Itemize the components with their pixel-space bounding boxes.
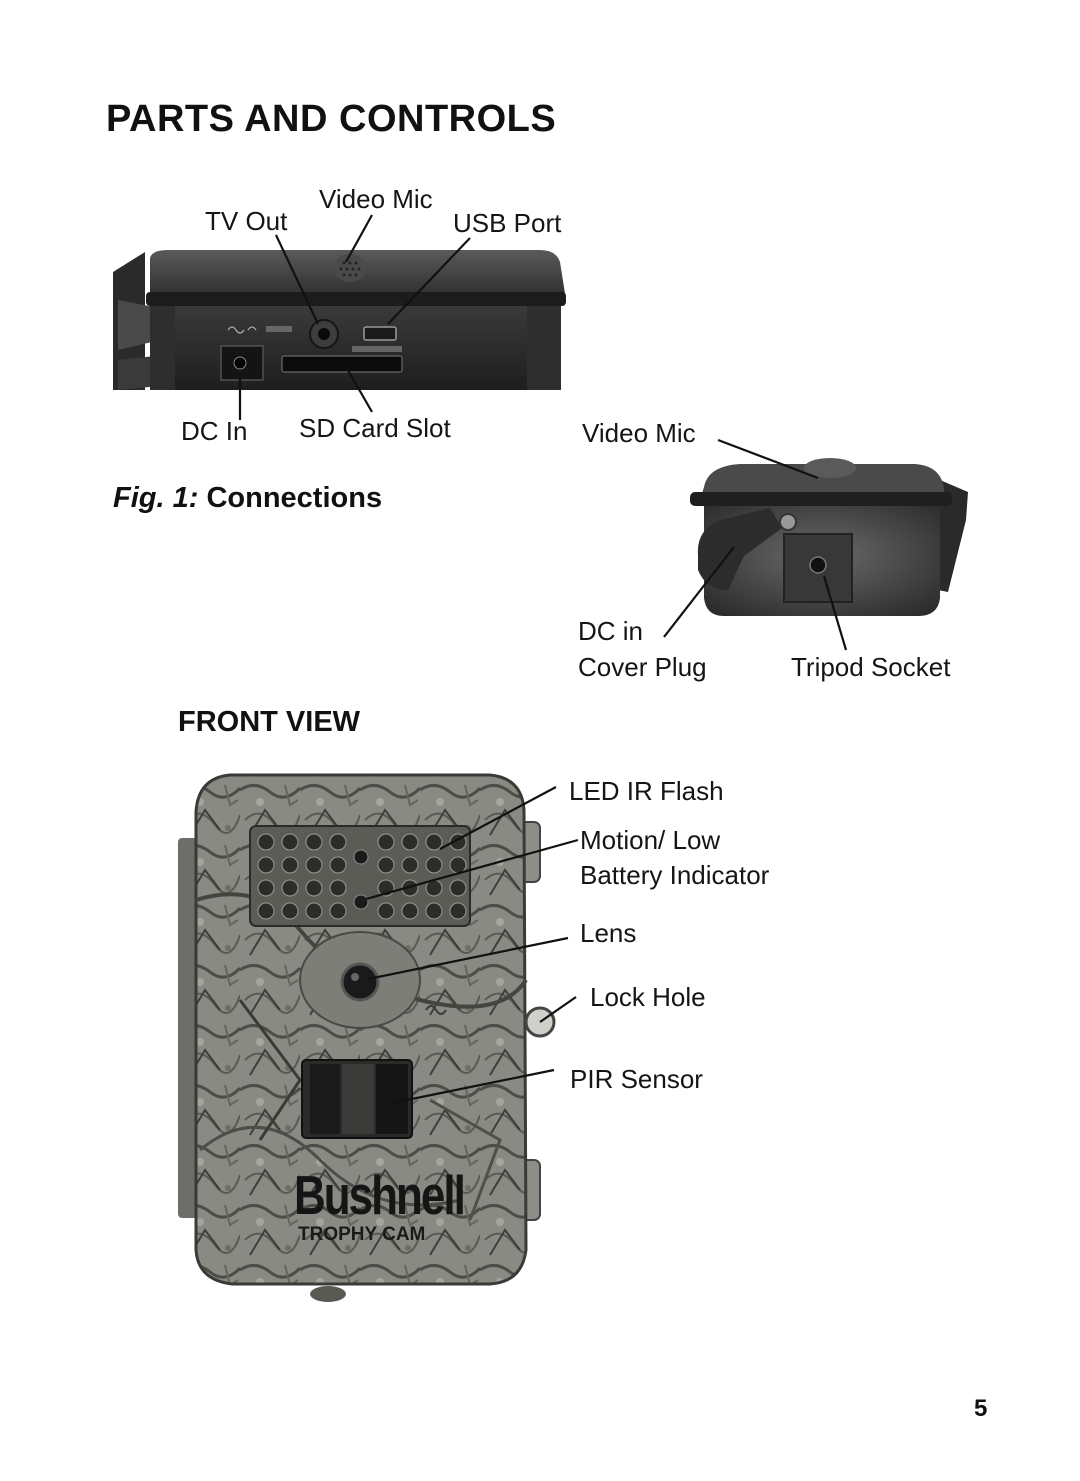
- label-video-mic-top: Video Mic: [319, 184, 433, 214]
- ir-led: [377, 833, 395, 851]
- ir-led: [449, 902, 467, 920]
- label-dc-in: DC In: [181, 416, 248, 446]
- ir-led: [425, 902, 443, 920]
- label-battery-indicator: Battery Indicator: [580, 860, 770, 890]
- figure-number: Fig. 1:: [113, 482, 199, 514]
- figure-title: Connections: [206, 482, 383, 514]
- ir-led: [449, 879, 467, 897]
- label-dc-in-side: DC in: [578, 616, 644, 646]
- side-view-leaders: [663, 438, 848, 651]
- label-cover-plug: Cover Plug: [578, 652, 707, 682]
- motion-indicator-lower: [353, 894, 369, 910]
- ir-led: [305, 833, 323, 851]
- ir-led: [425, 833, 443, 851]
- label-tripod-socket: Tripod Socket: [791, 652, 951, 682]
- ir-led: [401, 902, 419, 920]
- ir-led: [305, 856, 323, 874]
- label-lock-hole: Lock Hole: [590, 982, 706, 1012]
- tripod-socket-hole: [809, 556, 827, 574]
- ir-led: [257, 833, 275, 851]
- ir-led: [329, 833, 347, 851]
- ir-led: [257, 879, 275, 897]
- side-strap: [938, 480, 968, 592]
- label-motion-low: Motion/ Low: [580, 825, 721, 855]
- ir-led: [401, 856, 419, 874]
- ir-led: [281, 879, 299, 897]
- ir-led: [257, 856, 275, 874]
- label-lens: Lens: [580, 918, 637, 948]
- figure-caption: Fig. 1: Connections: [113, 482, 382, 515]
- ir-led: [449, 856, 467, 874]
- led-ir-flash-panel: [249, 825, 471, 927]
- front-view-heading: FRONT VIEW: [178, 706, 361, 738]
- brand-logo: Bushnell: [294, 1165, 466, 1227]
- side-top-shell: [700, 464, 944, 500]
- ir-led: [305, 902, 323, 920]
- ir-led: [305, 879, 323, 897]
- sd-card-slot: [281, 355, 403, 373]
- model-name: TROPHY CAM: [298, 1224, 426, 1245]
- front-view-photo: [178, 773, 556, 1302]
- ir-led: [281, 833, 299, 851]
- connections-leaders: [238, 214, 471, 420]
- ir-led: [401, 833, 419, 851]
- front-view-leaders: [365, 786, 579, 1105]
- ir-led: [329, 856, 347, 874]
- motion-indicator-upper: [353, 849, 369, 865]
- video-mic-grille: [334, 254, 366, 282]
- ir-led: [257, 902, 275, 920]
- side-view-photo: [690, 458, 968, 616]
- cover-plug: [697, 508, 782, 590]
- ir-led: [425, 856, 443, 874]
- connections-photo: [113, 250, 566, 390]
- label-pir-sensor: PIR Sensor: [570, 1064, 703, 1094]
- ir-led: [377, 856, 395, 874]
- lens: [340, 962, 380, 1002]
- ir-led: [281, 856, 299, 874]
- page-title: PARTS AND CONTROLS: [106, 98, 557, 140]
- ir-led: [329, 902, 347, 920]
- label-video-mic-side: Video Mic: [582, 418, 696, 448]
- label-usb-port: USB Port: [453, 208, 562, 238]
- ir-led: [281, 902, 299, 920]
- page-number: 5: [974, 1395, 988, 1422]
- label-led-ir-flash: LED IR Flash: [569, 776, 724, 806]
- usb-port: [363, 326, 397, 341]
- ir-led: [329, 879, 347, 897]
- label-tv-out: TV Out: [205, 206, 288, 236]
- ir-led: [377, 902, 395, 920]
- label-sd-card-slot: SD Card Slot: [299, 413, 451, 443]
